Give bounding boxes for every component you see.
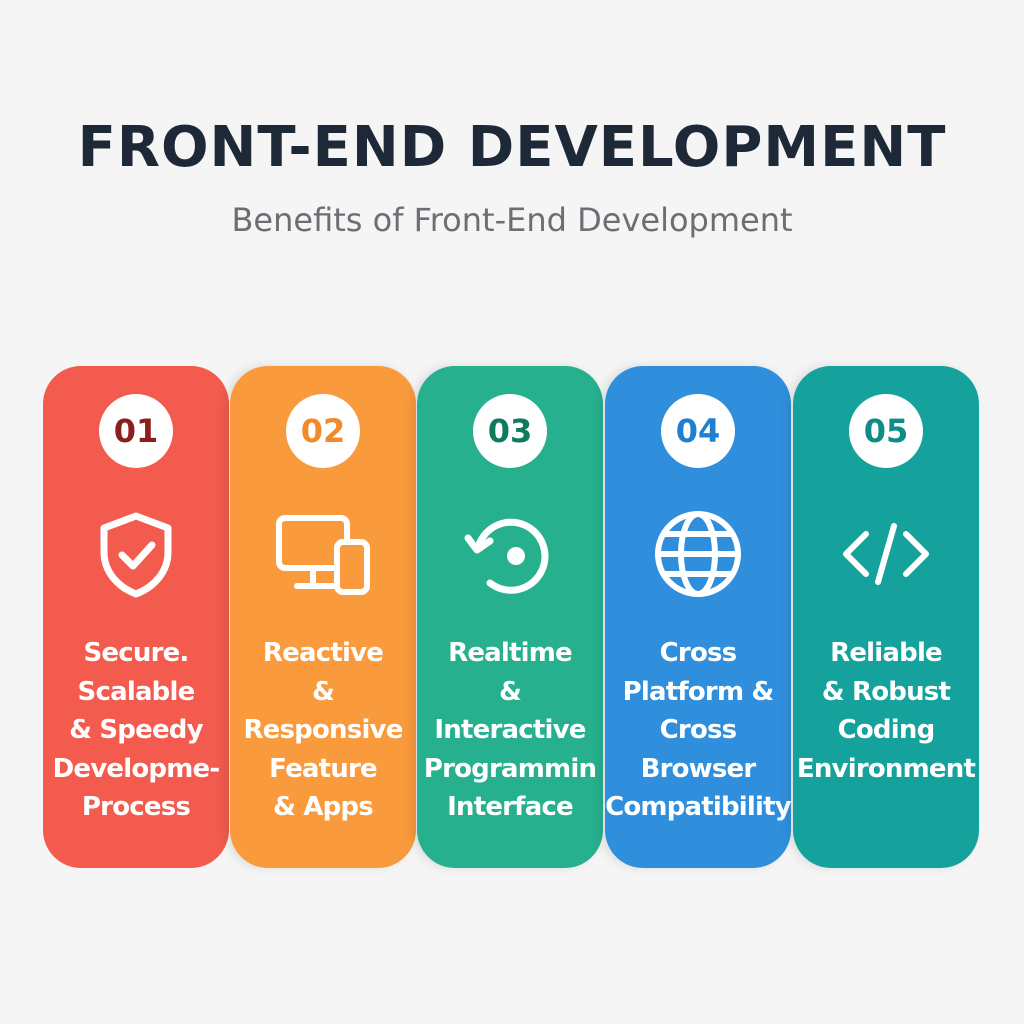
benefit-label-line: Responsive	[243, 715, 403, 745]
benefit-label: Reliable & Robust Coding Environment	[791, 634, 981, 788]
benefit-label-line: Scalable	[77, 676, 196, 707]
benefit-card-3: 03 Realtime & Interactive Programmin Int…	[417, 366, 603, 868]
step-number-badge: 03	[473, 394, 547, 468]
benefit-label-line: Interface	[447, 792, 574, 822]
benefit-label-line: & Apps	[273, 792, 374, 822]
benefit-label-line: Interactive	[434, 715, 586, 745]
benefit-label-line: & Speedy	[69, 715, 203, 745]
benefit-label: Cross Platform & Cross Browser Compatibi…	[603, 634, 793, 827]
benefit-label-line: Process	[81, 792, 191, 822]
benefit-label-line: &	[499, 676, 522, 707]
shield-check-icon	[86, 504, 186, 604]
step-number-badge: 01	[99, 394, 173, 468]
benefit-label-line: Cross	[659, 715, 738, 745]
benefit-card-2: 02 Reactive & Responsive Feature & Apps	[230, 366, 416, 868]
globe-icon	[648, 504, 748, 604]
benefit-card-5: 05 Reliable & Robust Coding Environment	[793, 366, 979, 868]
step-number-badge: 05	[849, 394, 923, 468]
benefit-label-line: Reactive	[262, 638, 384, 668]
step-number-badge: 02	[286, 394, 360, 468]
benefit-label-line: Coding	[837, 715, 936, 745]
benefit-label-line: Secure.	[83, 638, 189, 668]
benefit-label: Realtime & Interactive Programmin Interf…	[415, 634, 605, 827]
benefit-card-1: 01 Secure. Scalable & Speedy Developme- …	[43, 366, 229, 868]
benefit-card-4: 04 Cross Platform & Cross Browser Compat…	[603, 366, 793, 868]
benefit-label: Secure. Scalable & Speedy Developme- Pro…	[41, 634, 231, 827]
step-number-badge: 04	[661, 394, 735, 468]
page-subtitle: Benefits of Front-End Development	[231, 201, 793, 239]
benefit-label-line: &	[312, 676, 335, 707]
benefit-label-line: Programmin	[423, 753, 597, 784]
benefit-label-line: Reliable	[830, 638, 943, 668]
monitor-mobile-icon	[273, 504, 373, 604]
benefit-label-line: Realtime	[448, 638, 573, 668]
benefit-label-line: Feature	[269, 753, 377, 784]
benefit-label: Reactive & Responsive Feature & Apps	[228, 634, 418, 827]
benefit-cards: 01 Secure. Scalable & Speedy Developme- …	[43, 366, 983, 868]
benefit-label-line: Developme-	[52, 753, 221, 784]
benefit-label-line: & Robust	[821, 676, 951, 707]
benefit-label-line: Platform &	[622, 676, 775, 707]
benefit-label-line: Compatibility	[605, 792, 792, 822]
code-icon	[836, 504, 936, 604]
benefit-label-line: Environment	[796, 753, 976, 784]
refresh-target-icon	[460, 504, 560, 604]
benefit-label-line: Cross	[659, 638, 738, 668]
benefit-label-line: Browser	[640, 753, 757, 784]
page-title: FRONT-END DEVELOPMENT	[77, 115, 947, 180]
